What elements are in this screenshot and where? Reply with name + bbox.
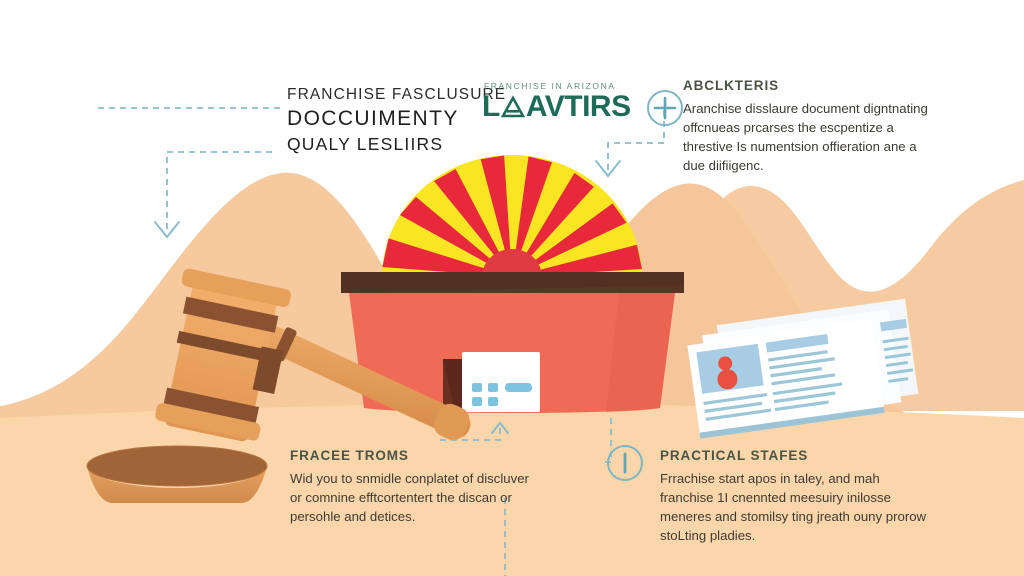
- document-text-line: [705, 408, 772, 421]
- callout-benefits-title: ABCLKTERIS: [683, 78, 779, 93]
- callout-practical-title: PRACTICAL STAFES: [660, 448, 809, 463]
- franchise-storefront: [341, 272, 684, 413]
- brand-word-left: L: [482, 90, 500, 123]
- building-roof: [341, 272, 684, 293]
- arizona-sunburst: [382, 155, 642, 277]
- building-wall: [348, 285, 676, 413]
- document-heading-bar: [765, 333, 829, 353]
- page-title-line-3: QUALY LESLIIRS: [287, 134, 444, 154]
- document-text-line: [886, 368, 914, 375]
- callout-process: FRACEE TROMS Wid you to snmidle conplate…: [290, 448, 540, 526]
- arrow-down-left: [154, 221, 180, 239]
- gavel-handle-cap: [433, 403, 470, 441]
- callout-practical-body: Frrachise start apos in taley, and mah f…: [660, 471, 927, 543]
- info-circle-icon[interactable]: [605, 443, 645, 483]
- triangle-a-mark-icon: [500, 95, 525, 118]
- callout-practical: PRACTICAL STAFES Frrachise start apos in…: [660, 448, 932, 545]
- document-seal-body: [717, 369, 738, 390]
- plus-circle-icon[interactable]: [645, 88, 685, 128]
- document-text-line: [704, 401, 763, 413]
- document-text-line: [769, 357, 835, 370]
- gavel-base-rim: [86, 445, 268, 487]
- brand-wordmark: L AVTIRS: [482, 92, 631, 122]
- building-doorway-shade: [443, 359, 467, 412]
- connector-practical: [600, 418, 612, 463]
- document-text-line: [771, 373, 836, 386]
- judge-gavel: [86, 268, 471, 503]
- gavel-cap-top: [181, 268, 291, 307]
- gavel-neck: [252, 346, 284, 394]
- document-photo-box: [696, 343, 764, 394]
- brand-tagline: FRANCHISE IN ARIZONA: [484, 81, 616, 91]
- document-text-line: [888, 377, 909, 383]
- building-wall-shade: [606, 285, 676, 412]
- callout-process-body: Wid you to snmidle conplatet of discluve…: [290, 471, 529, 524]
- sign-bar: [505, 383, 532, 392]
- document-text-line: [885, 361, 909, 368]
- sign-dot-3: [472, 397, 482, 406]
- callout-process-title: FRACEE TROMS: [290, 448, 409, 463]
- document-text-line: [770, 367, 823, 378]
- document-stack-edge: [699, 406, 885, 439]
- callout-benefits: ABCLKTERIS Aranchise disslaure document …: [683, 78, 941, 175]
- brand-word-right: AVTIRS: [525, 90, 631, 123]
- document-text-line: [884, 352, 911, 360]
- page-title-line-1: FRANCHISE FASCLUSURE: [287, 86, 507, 103]
- sign-dot-2: [488, 383, 498, 392]
- callout-benefits-body: Aranchise disslaure document digntnating…: [683, 101, 928, 173]
- document-text-line: [773, 391, 836, 404]
- document-stack: [687, 298, 919, 439]
- gavel-band-top: [182, 296, 279, 333]
- document-heading-bar-2: [880, 318, 908, 332]
- gavel-base-top: [87, 446, 267, 486]
- gavel-cap-bottom: [155, 403, 261, 441]
- page-title: FRANCHISE FASCLUSURE DOCCUIMENTY QUALY L…: [287, 86, 506, 155]
- arrow-down-right: [595, 160, 621, 178]
- connector-process: [440, 422, 501, 441]
- gavel-handle: [257, 324, 471, 438]
- brand-logo[interactable]: FRANCHISE IN ARIZONA L AVTIRS: [482, 81, 631, 122]
- document-text-line: [882, 336, 909, 344]
- building-sign: [462, 352, 540, 412]
- connector-arrowheads: [154, 160, 621, 434]
- gavel-band-bottom: [163, 387, 260, 423]
- connector-benefits: [607, 110, 665, 172]
- document-text-line: [772, 382, 843, 396]
- arrow-up-center: [491, 421, 509, 434]
- gavel-base-body: [87, 466, 267, 503]
- document-text-line: [774, 400, 829, 412]
- sign-dot-1: [472, 383, 482, 392]
- document-text-line: [703, 392, 768, 406]
- gavel-band-mid: [176, 330, 272, 363]
- building-roof-shade: [341, 272, 684, 293]
- sign-dot-4: [488, 397, 498, 406]
- connector-left-elbow: [166, 151, 272, 233]
- connector-lines: [98, 107, 665, 576]
- sun-center: [482, 249, 542, 277]
- document-text-line: [883, 344, 908, 352]
- ground: [0, 404, 1024, 576]
- document-text-line: [767, 350, 828, 362]
- document-seal-head: [718, 356, 733, 371]
- page-title-line-2: DOCCUIMENTY: [287, 107, 459, 130]
